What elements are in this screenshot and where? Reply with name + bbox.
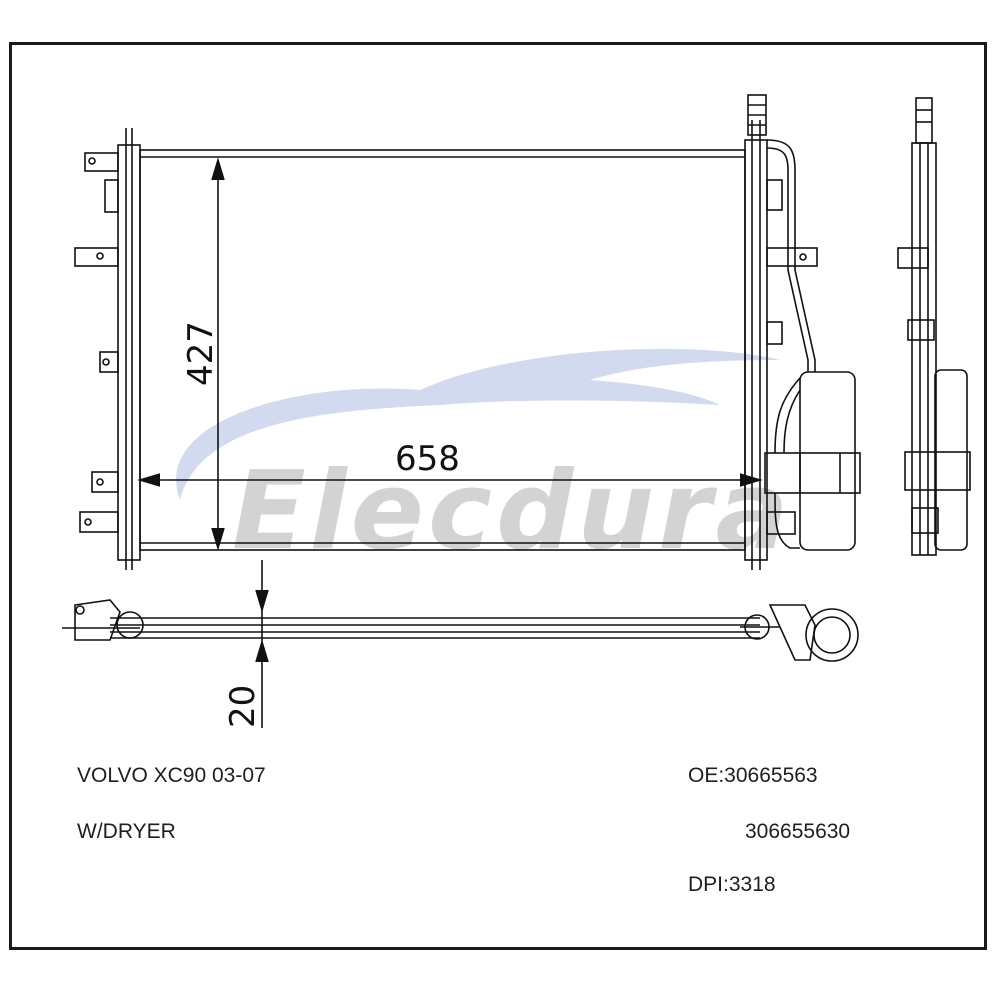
variant-text: W/DRYER: [77, 820, 176, 843]
width-dimension-label: 658: [395, 439, 460, 479]
dryer-pipe: [766, 139, 816, 372]
right-bracket-4: [766, 511, 796, 535]
oe-number-2: 306655630: [745, 820, 851, 843]
oe-number-1: OE:30665563: [688, 764, 818, 787]
dryer-clamp: [764, 452, 861, 494]
drawing-frame: [9, 42, 987, 950]
right-bracket-2: [766, 247, 818, 267]
thickness-dimension-label: 20: [223, 685, 263, 728]
bottom-view: [62, 560, 859, 728]
left-tank: [117, 144, 141, 561]
side-view: [897, 97, 971, 556]
receiver-dryer: [799, 371, 856, 551]
height-dimension-label: 427: [181, 321, 221, 386]
side-view-fitting: [915, 97, 933, 144]
left-bracket-4: [99, 351, 119, 373]
right-bracket-3: [766, 321, 783, 345]
front-view: [74, 94, 861, 570]
watermark-brand: Elecdura: [232, 449, 792, 574]
right-tank: [744, 139, 768, 561]
left-bracket-6: [79, 511, 119, 533]
side-view-dryer: [934, 369, 968, 551]
left-bracket-1: [84, 152, 119, 172]
bottom-left-fitting: [116, 611, 144, 639]
dpi-number: DPI:3318: [688, 873, 776, 896]
watermark: Elecdura: [176, 348, 792, 574]
model-text: VOLVO XC90 03-07: [77, 764, 266, 787]
side-view-tank: [911, 142, 937, 556]
bottom-dryer-end: [805, 608, 859, 662]
watermark-swoosh: [176, 348, 780, 500]
right-bracket-1: [766, 179, 783, 211]
left-bracket-2: [104, 179, 119, 213]
left-bracket-3: [74, 247, 119, 267]
left-bracket-5: [91, 471, 119, 493]
